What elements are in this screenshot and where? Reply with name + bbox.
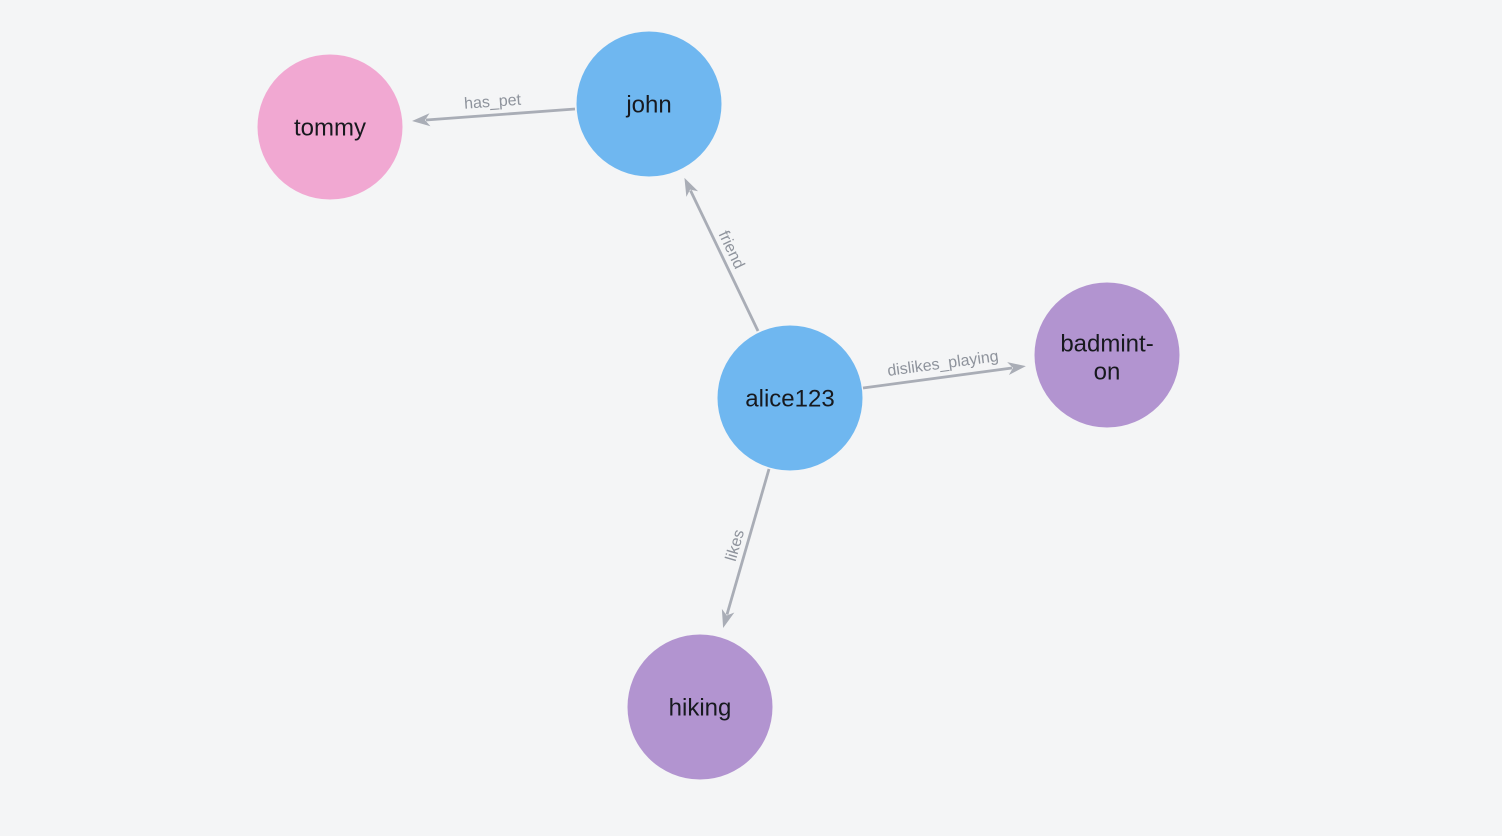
edge-friend[interactable]: friend [684, 177, 760, 332]
edge-line-friend[interactable] [684, 177, 760, 332]
node-label-tommy: tommy [294, 115, 366, 142]
edge-has-pet[interactable]: has_pet [412, 92, 576, 127]
node-label-badminton-line2: on [1094, 359, 1121, 386]
node-label-john: john [625, 92, 671, 119]
node-john[interactable]: john [576, 31, 722, 177]
edge-likes[interactable]: likes [721, 468, 771, 628]
edge-line-has-pet[interactable] [412, 107, 576, 127]
edge-line-likes[interactable] [721, 468, 771, 628]
edge-line-dislikes-playing[interactable] [862, 362, 1026, 390]
node-circle-alice123[interactable] [717, 325, 863, 471]
node-circle-john[interactable] [576, 31, 722, 177]
node-tommy[interactable]: tommy [257, 54, 403, 200]
node-hiking[interactable]: hiking [627, 634, 773, 780]
node-label-hiking: hiking [669, 695, 732, 722]
node-circle-hiking[interactable] [627, 634, 773, 780]
node-label-alice123: alice123 [745, 386, 834, 413]
node-alice123[interactable]: alice123 [717, 325, 863, 471]
node-badminton[interactable]: badmint- on [1034, 282, 1180, 428]
node-circle-tommy[interactable] [257, 54, 403, 200]
node-circle-badminton[interactable] [1034, 282, 1180, 428]
edge-label-has-pet[interactable]: has_pet [464, 92, 523, 113]
node-label-badminton-line1: badmint- [1060, 331, 1153, 358]
edge-dislikes-playing[interactable]: dislikes_playing [862, 348, 1026, 390]
edge-label-dislikes-playing[interactable]: dislikes_playing [886, 348, 999, 380]
